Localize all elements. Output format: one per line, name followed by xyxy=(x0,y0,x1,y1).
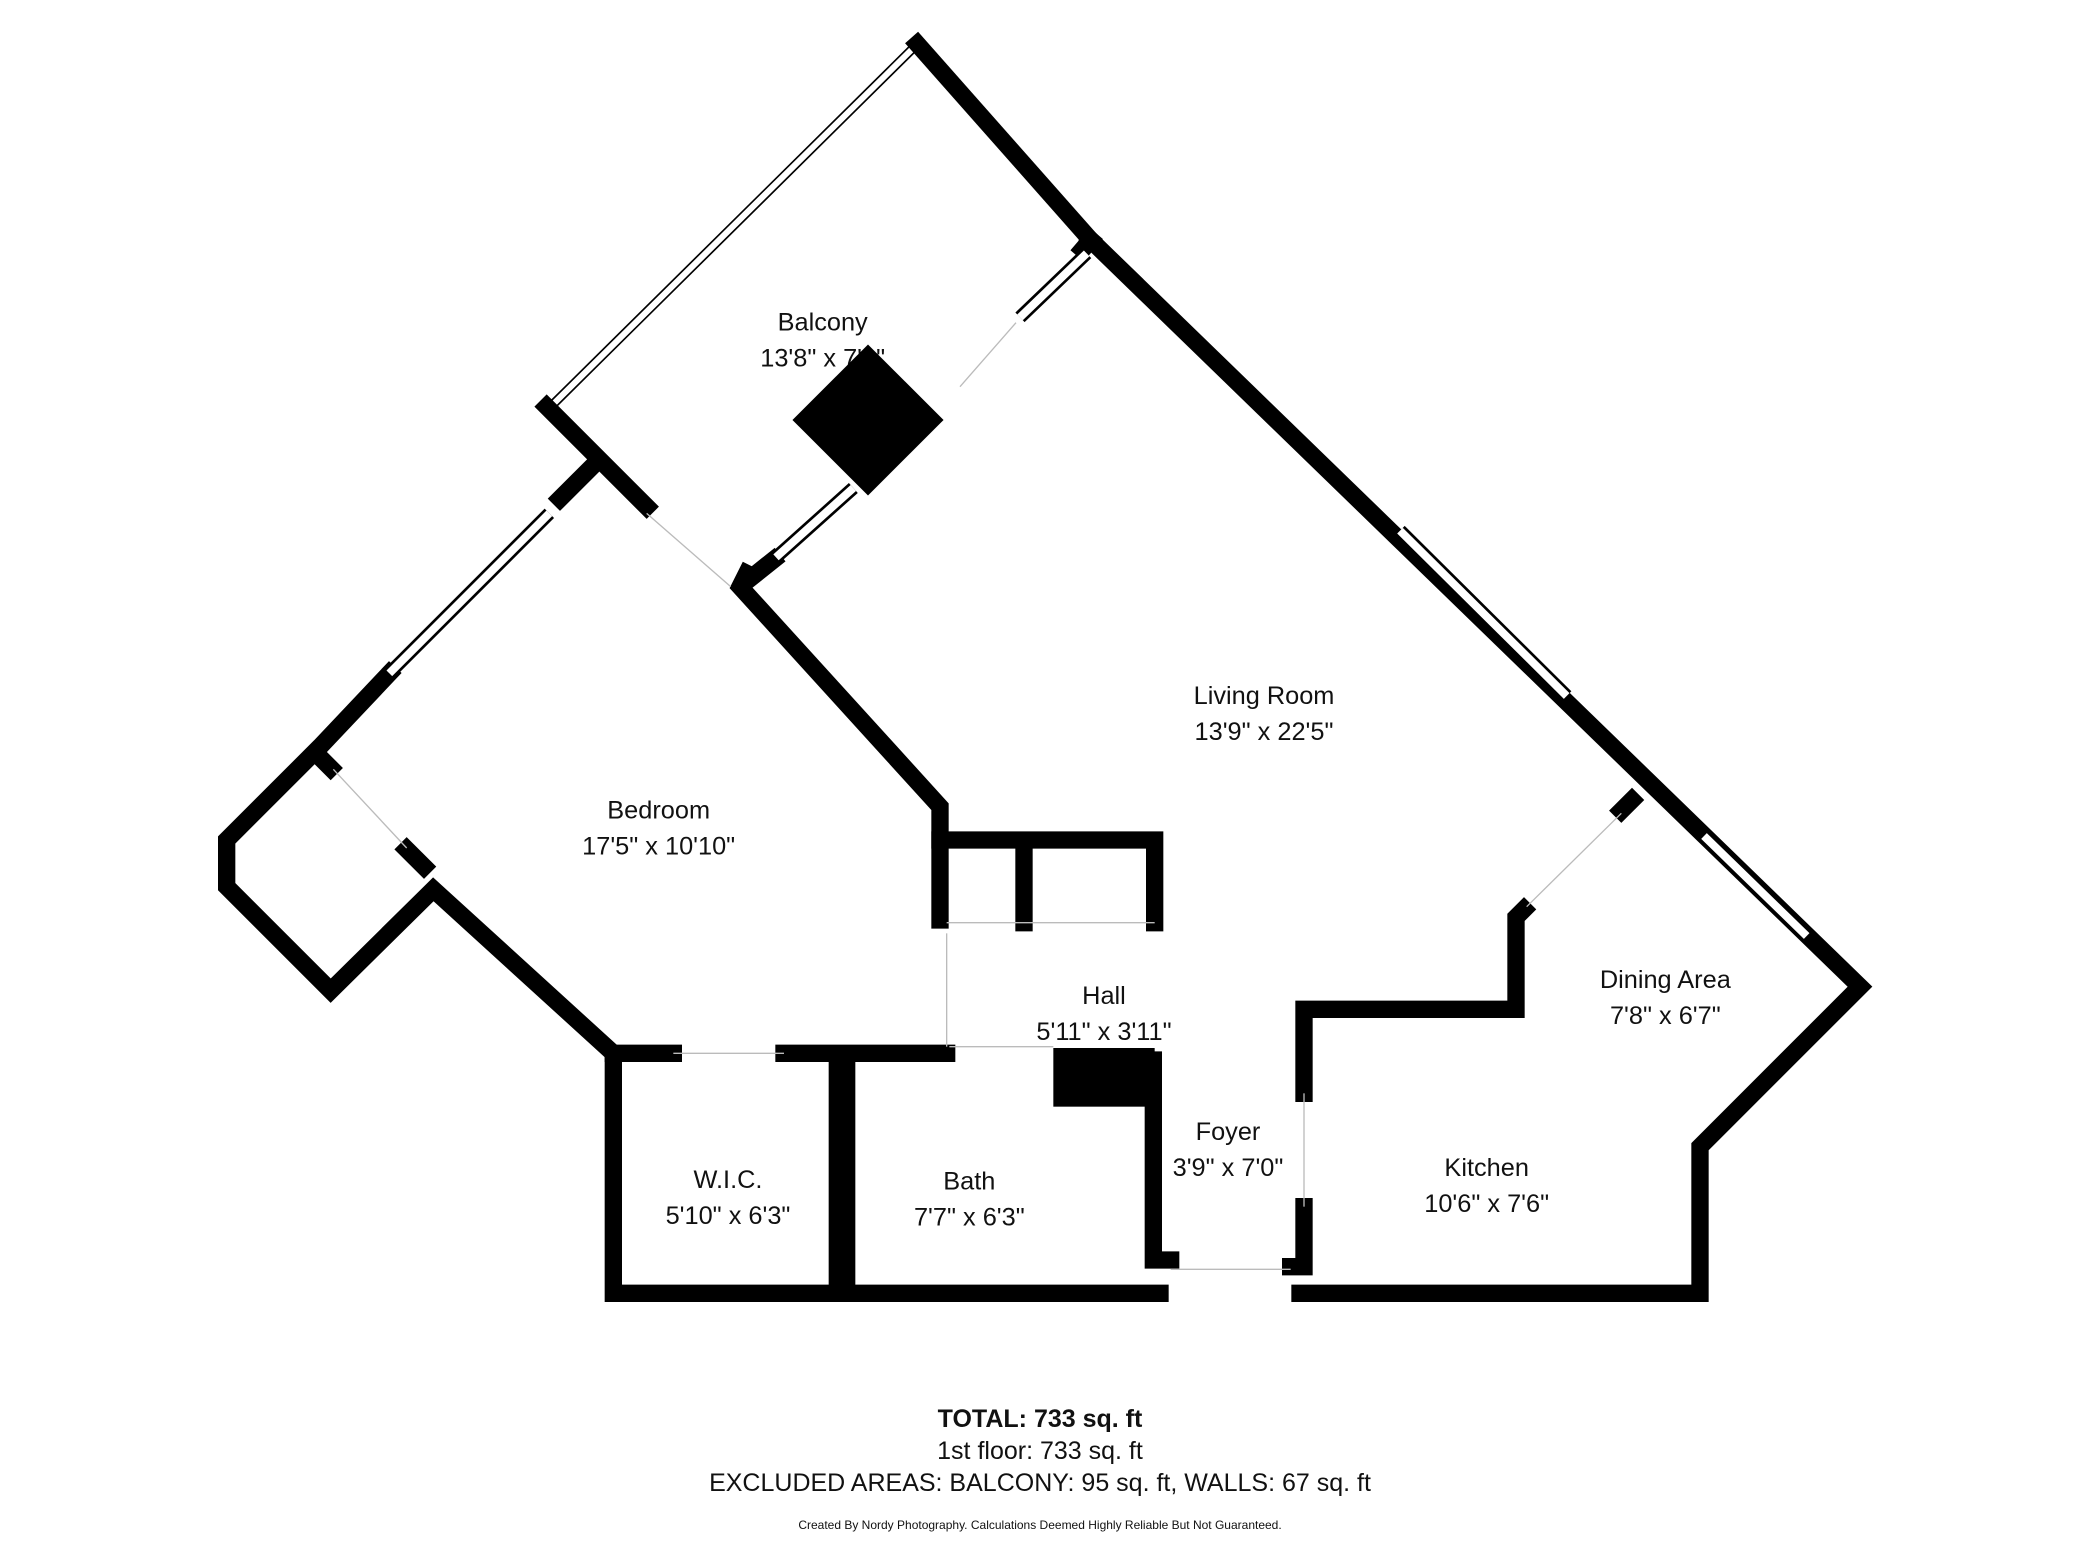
room-size: 5'11" x 3'11" xyxy=(1036,1018,1171,1046)
excluded-areas: EXCLUDED AREAS: BALCONY: 95 sq. ft, WALL… xyxy=(709,1469,1371,1497)
windows xyxy=(332,248,1812,1270)
room-kitchen: Kitchen 10'6" x 7'6" xyxy=(1424,1154,1549,1218)
room-size: 17'5" x 10'10" xyxy=(582,833,735,861)
room-name: Living Room xyxy=(1194,682,1335,710)
credit-note: Created By Nordy Photography. Calculatio… xyxy=(798,1518,1282,1532)
room-name: Bedroom xyxy=(607,797,710,825)
room-name: Balcony xyxy=(778,309,868,337)
room-size: 7'8" x 6'7" xyxy=(1610,1002,1721,1030)
room-name: Foyer xyxy=(1196,1118,1261,1146)
room-name: Kitchen xyxy=(1444,1154,1528,1182)
room-size: 13'9" x 22'5" xyxy=(1195,718,1334,746)
room-wic: W.I.C. 5'10" x 6'3" xyxy=(666,1166,791,1230)
room-foyer: Foyer 3'9" x 7'0" xyxy=(1173,1118,1284,1182)
room-living-room: Living Room 13'9" x 22'5" xyxy=(1194,682,1335,746)
balcony-railing xyxy=(550,40,921,408)
room-hall: Hall 5'11" x 3'11" xyxy=(1036,982,1171,1046)
room-name: Dining Area xyxy=(1600,966,1732,994)
room-bedroom: Bedroom 17'5" x 10'10" xyxy=(582,797,735,861)
room-name: W.I.C. xyxy=(694,1166,763,1194)
room-size: 10'6" x 7'6" xyxy=(1424,1190,1549,1218)
total-area: TOTAL: 733 sq. ft xyxy=(937,1405,1143,1433)
floor-area: 1st floor: 733 sq. ft xyxy=(937,1437,1143,1465)
room-bath: Bath 7'7" x 6'3" xyxy=(914,1167,1025,1231)
room-size: 5'10" x 6'3" xyxy=(666,1202,791,1230)
room-size: 3'9" x 7'0" xyxy=(1173,1154,1284,1182)
room-dining-area: Dining Area 7'8" x 6'7" xyxy=(1600,966,1732,1030)
room-name: Hall xyxy=(1082,982,1126,1010)
room-size: 7'7" x 6'3" xyxy=(914,1203,1025,1231)
walls xyxy=(218,31,1873,1302)
room-name: Bath xyxy=(943,1167,995,1195)
